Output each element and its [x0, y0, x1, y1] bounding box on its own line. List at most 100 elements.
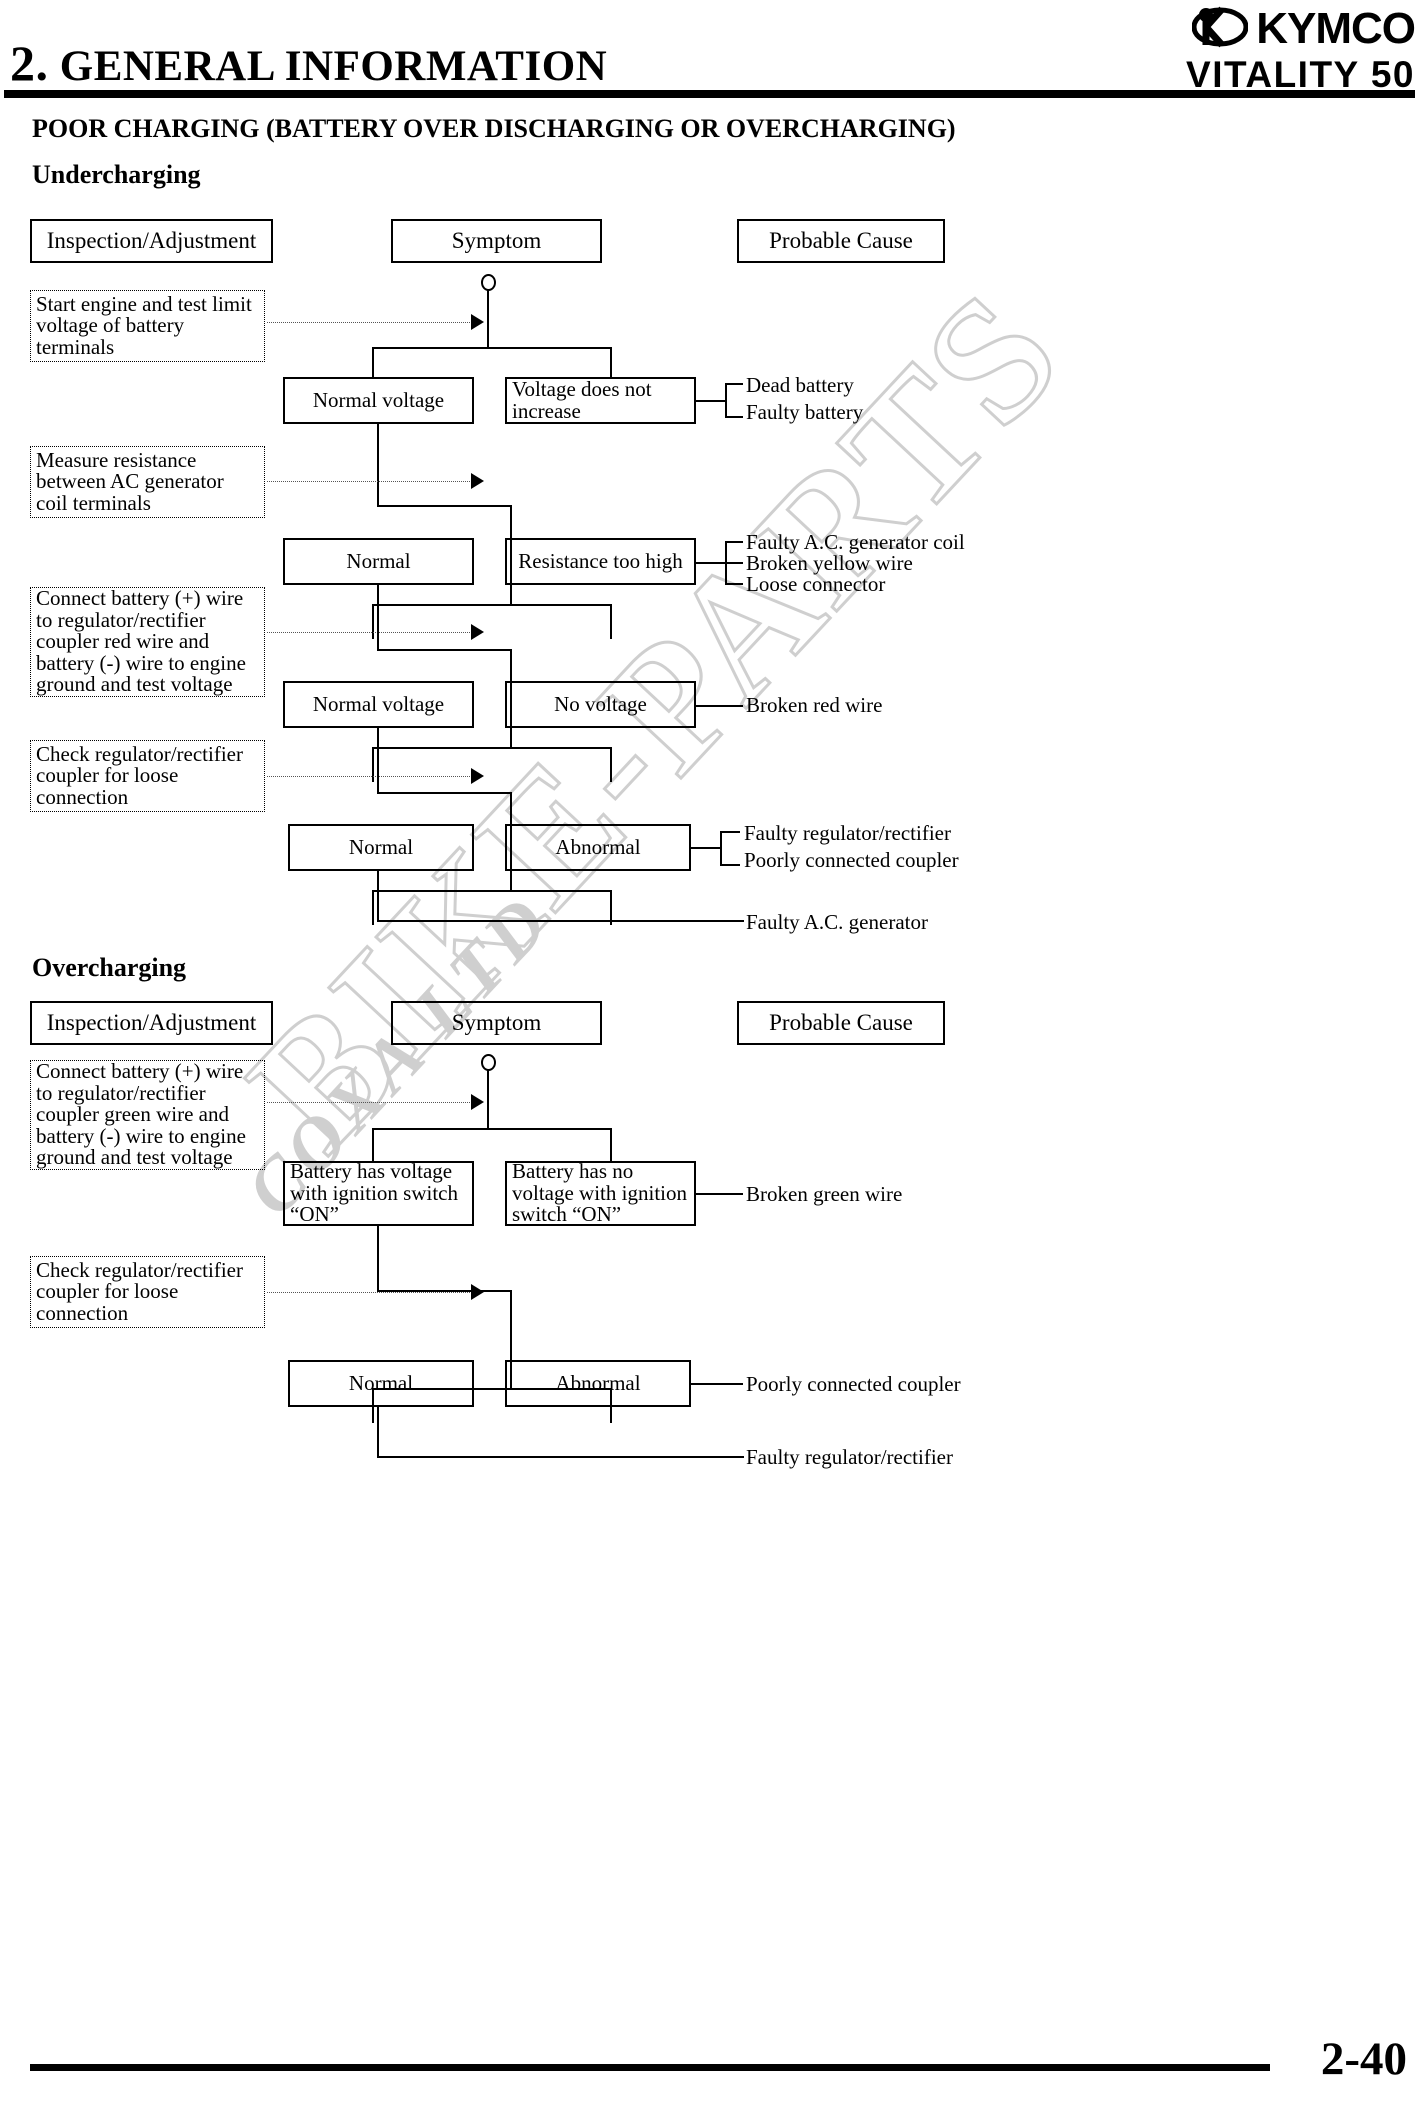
cause-label: Faulty regulator/rectifier: [744, 821, 951, 845]
cause-connector: [720, 831, 740, 833]
section-heading: POOR CHARGING (BATTERY OVER DISCHARGING …: [32, 114, 956, 143]
branch-line: [372, 890, 374, 925]
flow-line: [487, 290, 489, 348]
branch-line: [610, 890, 612, 925]
inspection-step-3: Connect battery (+) wire to regulator/re…: [30, 587, 265, 697]
cause-label: Faulty battery: [746, 400, 864, 424]
column-header-cause-over: Probable Cause: [737, 1001, 945, 1045]
symptom-pass-over-2: Normal: [288, 1360, 474, 1407]
branch-line: [372, 1128, 374, 1163]
inspection-connector: [267, 1292, 472, 1293]
cause-connector: [725, 583, 743, 585]
symptom-fail-1: Voltage does not increase: [505, 377, 696, 424]
branch-line: [610, 604, 612, 639]
flow-line: [377, 424, 379, 507]
branch-line: [372, 747, 374, 782]
flow-line: [377, 920, 744, 922]
flow-line: [377, 1456, 744, 1458]
branch-line: [610, 1128, 612, 1163]
branch-bar: [372, 604, 612, 606]
symptom-pass-4: Normal: [288, 824, 474, 871]
branch-bar: [372, 1388, 612, 1390]
column-header-cause: Probable Cause: [737, 219, 945, 263]
inspection-step-2: Measure resistance between AC generator …: [30, 446, 265, 518]
column-header-symptom-over: Symptom: [391, 1001, 602, 1045]
kymco-emblem-icon: [1191, 3, 1249, 56]
branch-line: [372, 347, 374, 378]
cause-label: Poorly connected coupler: [746, 1372, 961, 1396]
cause-connector: [725, 562, 743, 564]
flow-line: [377, 728, 379, 794]
symptom-pass-2: Normal: [283, 538, 474, 585]
symptom-pass-1: Normal voltage: [283, 377, 474, 424]
page-number: 2-40: [1320, 2033, 1407, 2085]
branch-line: [610, 747, 612, 782]
column-header-inspection-over: Inspection/Adjustment: [30, 1001, 273, 1045]
flow-line: [377, 649, 512, 651]
inspection-connector: [267, 322, 472, 323]
cause-label: Broken yellow wire: [746, 551, 913, 575]
inspection-step-1: Start engine and test limit voltage of b…: [30, 290, 265, 362]
cause-connector: [720, 864, 740, 866]
symptom-pass-over-1: Battery has voltage with ignition switch…: [283, 1161, 474, 1226]
column-header-symptom: Symptom: [391, 219, 602, 263]
undercharging-heading: Undercharging: [32, 160, 201, 189]
symptom-pass-3: Normal voltage: [283, 681, 474, 728]
brand-logo: KYMCO VITALITY 50: [1186, 3, 1416, 95]
flow-line: [510, 792, 512, 892]
cause-connector: [691, 847, 720, 849]
cause-label: Broken green wire: [746, 1182, 903, 1206]
header-divider: [4, 90, 1415, 98]
chapter-number: 2.: [10, 35, 49, 91]
cause-label: Poorly connected coupler: [744, 848, 959, 872]
symptom-fail-over-2: Abnormal: [505, 1360, 691, 1407]
flow-line: [377, 1226, 379, 1292]
branch-bar: [372, 347, 612, 349]
final-cause-label-over: Faulty regulator/rectifier: [746, 1445, 953, 1469]
cause-connector: [696, 562, 725, 564]
cause-connector: [725, 383, 743, 385]
flow-line: [510, 649, 512, 749]
overcharging-heading: Overcharging: [32, 953, 187, 982]
connector-arrow-icon: [471, 624, 484, 640]
start-terminator-overcharging: [481, 1054, 496, 1071]
cause-bracket: [725, 383, 727, 418]
flow-line: [510, 505, 512, 605]
cause-label: Dead battery: [746, 373, 854, 397]
flow-line: [377, 585, 379, 651]
footer-divider: [30, 2064, 1270, 2071]
connector-arrow-icon: [471, 1094, 484, 1110]
final-cause-label: Faulty A.C. generator: [746, 910, 928, 934]
inspection-connector: [267, 776, 472, 777]
start-terminator-undercharging: [481, 274, 496, 291]
model-name: VITALITY 50: [1186, 54, 1415, 95]
cause-label: Broken red wire: [746, 693, 883, 717]
inspection-step-4: Check regulator/rectifier coupler for lo…: [30, 740, 265, 812]
cause-connector: [691, 1383, 743, 1385]
branch-line: [372, 604, 374, 639]
inspection-connector: [267, 1102, 472, 1103]
branch-bar: [372, 747, 612, 749]
column-header-inspection: Inspection/Adjustment: [30, 219, 273, 263]
cause-connector: [696, 1193, 743, 1195]
symptom-fail-3: No voltage: [505, 681, 696, 728]
flow-line: [377, 1407, 379, 1458]
flow-line: [510, 1290, 512, 1390]
flow-line: [487, 1070, 489, 1128]
inspection-connector: [267, 481, 472, 482]
symptom-fail-2: Resistance too high: [505, 538, 696, 585]
cause-connector: [696, 400, 725, 402]
brand-name: KYMCO: [1256, 4, 1416, 53]
cause-label: Faulty A.C. generator coil: [746, 530, 965, 554]
connector-arrow-icon: [471, 768, 484, 784]
cause-connector: [725, 541, 743, 543]
cause-connector: [696, 705, 743, 707]
branch-bar: [372, 890, 612, 892]
cause-connector: [725, 416, 743, 418]
inspection-connector: [267, 632, 472, 633]
symptom-fail-over-1: Battery has no voltage with ignition swi…: [505, 1161, 696, 1226]
inspection-step-over-1: Connect battery (+) wire to regulator/re…: [30, 1060, 265, 1170]
cause-label: Loose connector: [746, 572, 886, 596]
branch-bar: [372, 1128, 612, 1130]
